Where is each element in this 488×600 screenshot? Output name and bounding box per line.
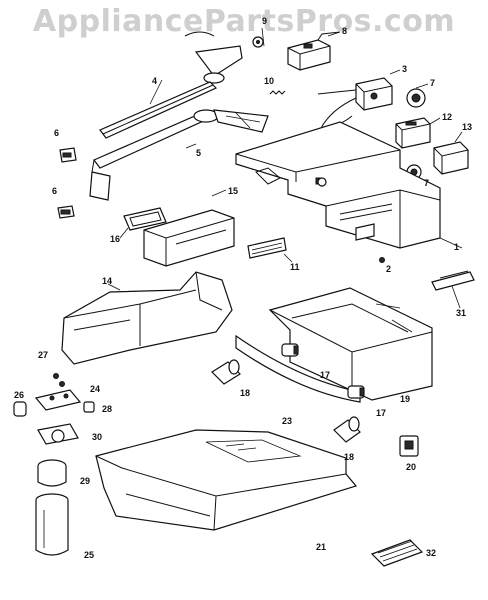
part-25-water-filter[interactable] (35, 493, 69, 556)
callout-4: 4 (152, 76, 157, 86)
callout-11: 11 (290, 262, 300, 272)
callout-18a: 18 (240, 388, 250, 398)
part-7-knob-upper[interactable] (406, 88, 426, 108)
callout-1: 1 (454, 242, 459, 252)
callout-5: 5 (196, 148, 201, 158)
callout-12: 12 (442, 112, 452, 122)
part-17-roller-upper[interactable] (281, 343, 299, 357)
part-9-fastener[interactable] (252, 36, 264, 48)
callout-14: 14 (102, 276, 112, 286)
part-2-screw[interactable] (379, 257, 385, 263)
part-30-filter-head[interactable] (37, 423, 79, 445)
callout-10: 10 (264, 76, 274, 86)
callout-30: 30 (92, 432, 102, 442)
callout-19: 19 (400, 394, 410, 404)
part-31-trim-strip[interactable] (431, 270, 475, 291)
part-12-relay[interactable] (395, 117, 431, 149)
leader-lines (107, 27, 463, 333)
part-6-clip-lower[interactable] (57, 205, 75, 219)
part-11-filter-plate[interactable] (247, 237, 287, 259)
callout-15: 15 (228, 186, 238, 196)
part-14-duct-assembly[interactable] (61, 271, 233, 365)
callout-25: 25 (84, 550, 94, 560)
callout-labels: 1 2 3 4 5 6 6 7 7 8 9 10 11 12 13 14 15 … (14, 16, 472, 560)
callout-13: 13 (462, 122, 472, 132)
part-15-air-duct[interactable] (143, 209, 235, 267)
callout-18b: 18 (344, 452, 354, 462)
callout-31: 31 (456, 308, 466, 318)
callout-8: 8 (342, 26, 347, 36)
part-23-support-rail[interactable] (235, 334, 361, 403)
callout-24: 24 (90, 384, 100, 394)
part-28-fitting[interactable] (83, 401, 95, 413)
callout-17b: 17 (376, 408, 386, 418)
part-10-spring[interactable] (269, 90, 286, 95)
part-2-damper-crank[interactable] (184, 31, 243, 84)
callout-23: 23 (282, 416, 292, 426)
part-18-cylinder-upper[interactable] (211, 359, 241, 385)
callout-20: 20 (406, 462, 416, 472)
callout-28: 28 (102, 404, 112, 414)
callout-6b: 6 (52, 186, 57, 196)
part-26-fitting[interactable] (13, 401, 27, 417)
part-3-thermostat[interactable] (317, 77, 393, 131)
part-1-control-housing[interactable] (235, 121, 441, 249)
part-6-clip-upper[interactable] (59, 147, 77, 163)
part-16-gasket[interactable] (123, 207, 167, 231)
callout-6a: 6 (54, 128, 59, 138)
part-27-screws[interactable] (53, 373, 65, 387)
part-4-linkage-rod[interactable] (99, 81, 218, 139)
part-21-base-tray[interactable] (95, 429, 358, 531)
part-5-damper-arm[interactable] (89, 109, 269, 201)
watermark-text: AppliancePartsPros.com (32, 4, 456, 39)
callout-9: 9 (262, 16, 267, 26)
part-8-control-module[interactable] (287, 31, 341, 71)
part-20-switch[interactable] (399, 435, 419, 457)
callout-32: 32 (426, 548, 436, 558)
callout-17a: 17 (320, 370, 330, 380)
part-24-bracket[interactable] (34, 389, 82, 411)
part-32-grille[interactable] (370, 539, 424, 567)
callout-26: 26 (14, 390, 24, 400)
part-18-cylinder-lower[interactable] (333, 416, 361, 443)
callout-2: 2 (386, 264, 391, 274)
callout-29: 29 (80, 476, 90, 486)
callout-21: 21 (316, 542, 326, 552)
callout-7a: 7 (430, 78, 435, 88)
part-13-overload-box[interactable] (433, 141, 469, 175)
callout-3: 3 (402, 64, 407, 74)
callout-7b: 7 (424, 178, 429, 188)
callout-16: 16 (110, 234, 120, 244)
part-17-roller-lower[interactable] (347, 385, 365, 399)
part-29-filter-cap[interactable] (37, 459, 67, 487)
callout-27: 27 (38, 350, 48, 360)
